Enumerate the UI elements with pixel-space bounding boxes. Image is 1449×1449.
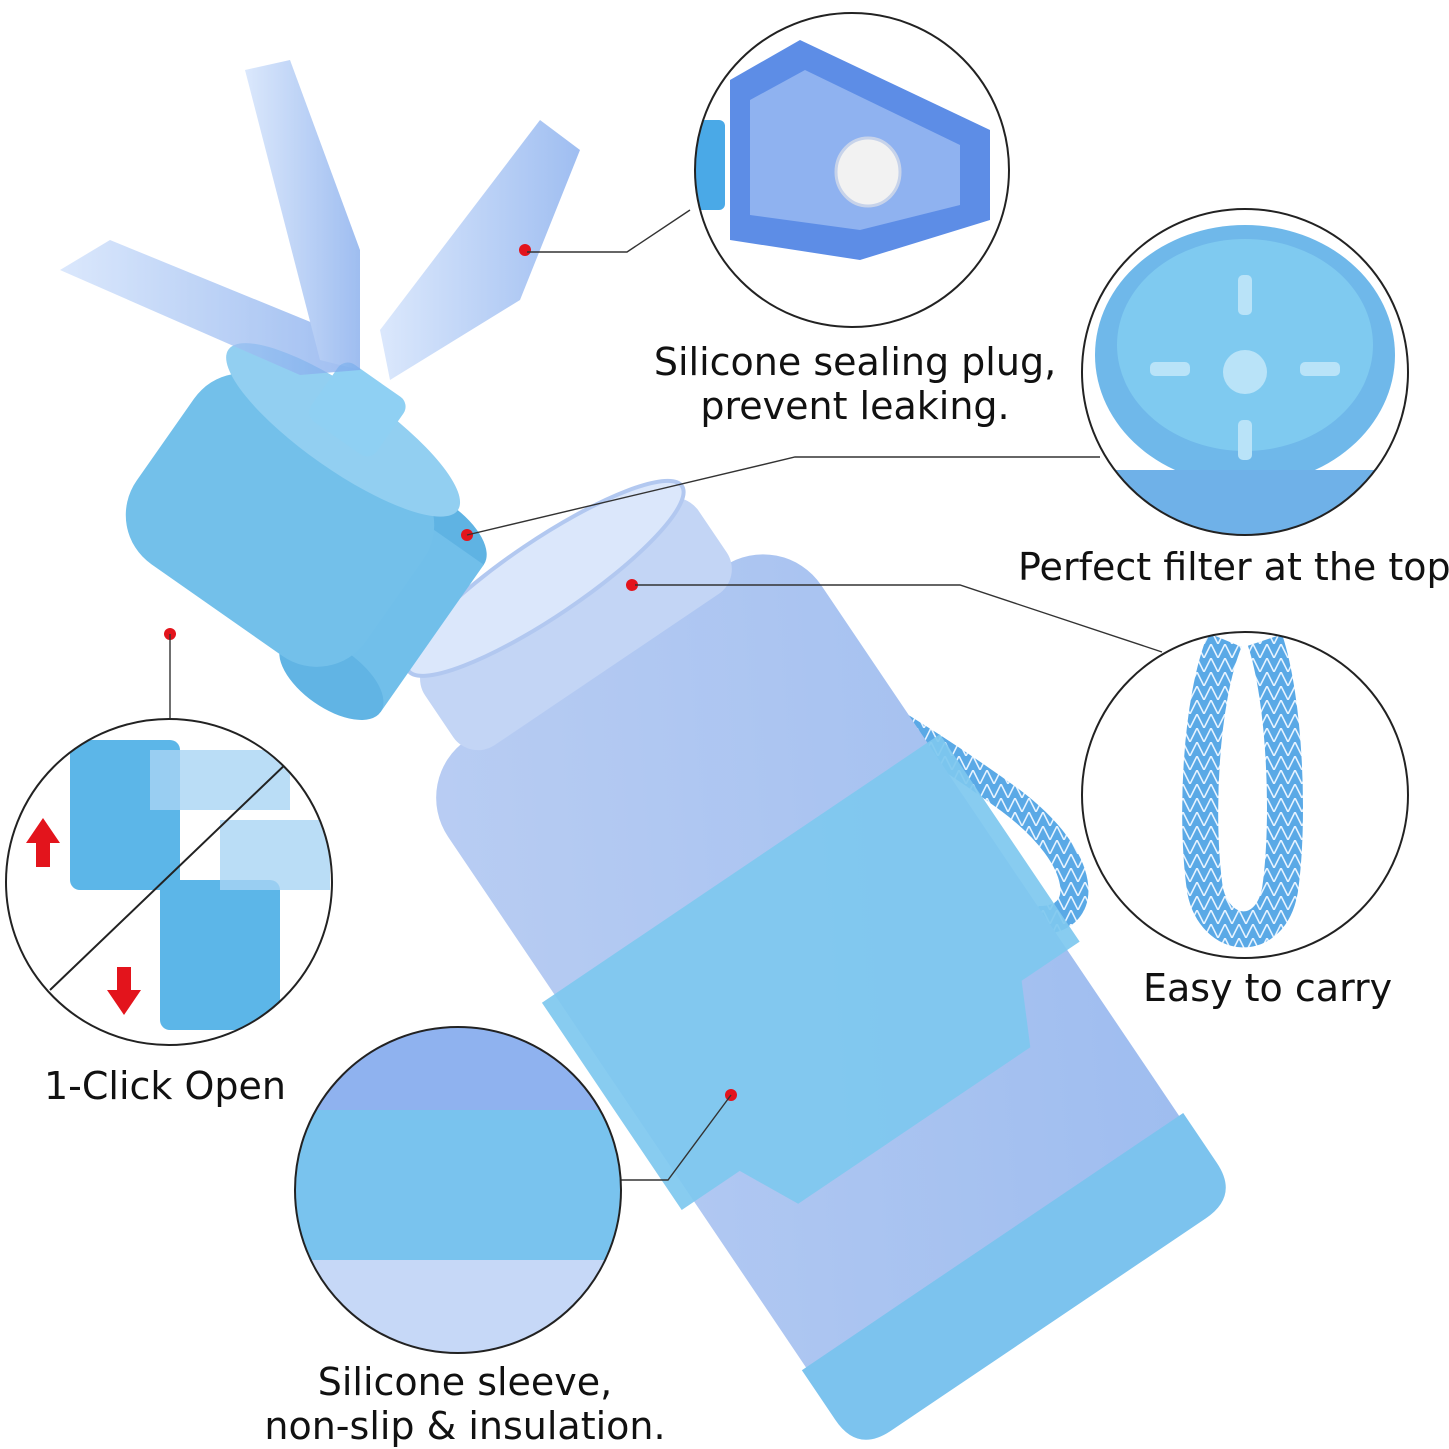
detail-click-open — [5, 718, 333, 1046]
bottle — [404, 478, 1226, 1440]
caption-carry-text: Easy to carry — [1143, 966, 1393, 1010]
detail-filter — [1081, 208, 1409, 536]
detail-sleeve — [294, 1026, 622, 1354]
caption-click-open-text: 1-Click Open — [44, 1064, 287, 1108]
callout-lines — [169, 209, 1163, 1181]
caption-sealing-plug-line1: Silicone sealing plug, — [653, 340, 1057, 384]
caption-sealing-plug-line2: prevent leaking. — [700, 384, 1010, 428]
caption-sealing-plug: Silicone sealing plug, prevent leaking. — [640, 340, 1070, 428]
caption-sleeve-line2: non-slip & insulation. — [264, 1404, 666, 1448]
caption-click-open: 1-Click Open — [44, 1064, 286, 1108]
marker-dot — [626, 579, 638, 591]
arrow-down-icon — [107, 967, 141, 1015]
caption-filter: Perfect filter at the top. — [1018, 545, 1449, 589]
lid-assembly — [60, 60, 580, 721]
caption-sleeve: Silicone sleeve, non-slip & insulation. — [250, 1360, 680, 1448]
marker-dot — [519, 244, 531, 256]
caption-sleeve-line1: Silicone sleeve, — [317, 1360, 613, 1404]
caption-carry: Easy to carry — [1143, 966, 1392, 1010]
arrow-up-icon — [26, 818, 60, 867]
detail-sealing-plug — [694, 12, 1010, 328]
detail-strap — [1081, 631, 1409, 959]
caption-filter-text: Perfect filter at the top. — [1018, 545, 1449, 589]
